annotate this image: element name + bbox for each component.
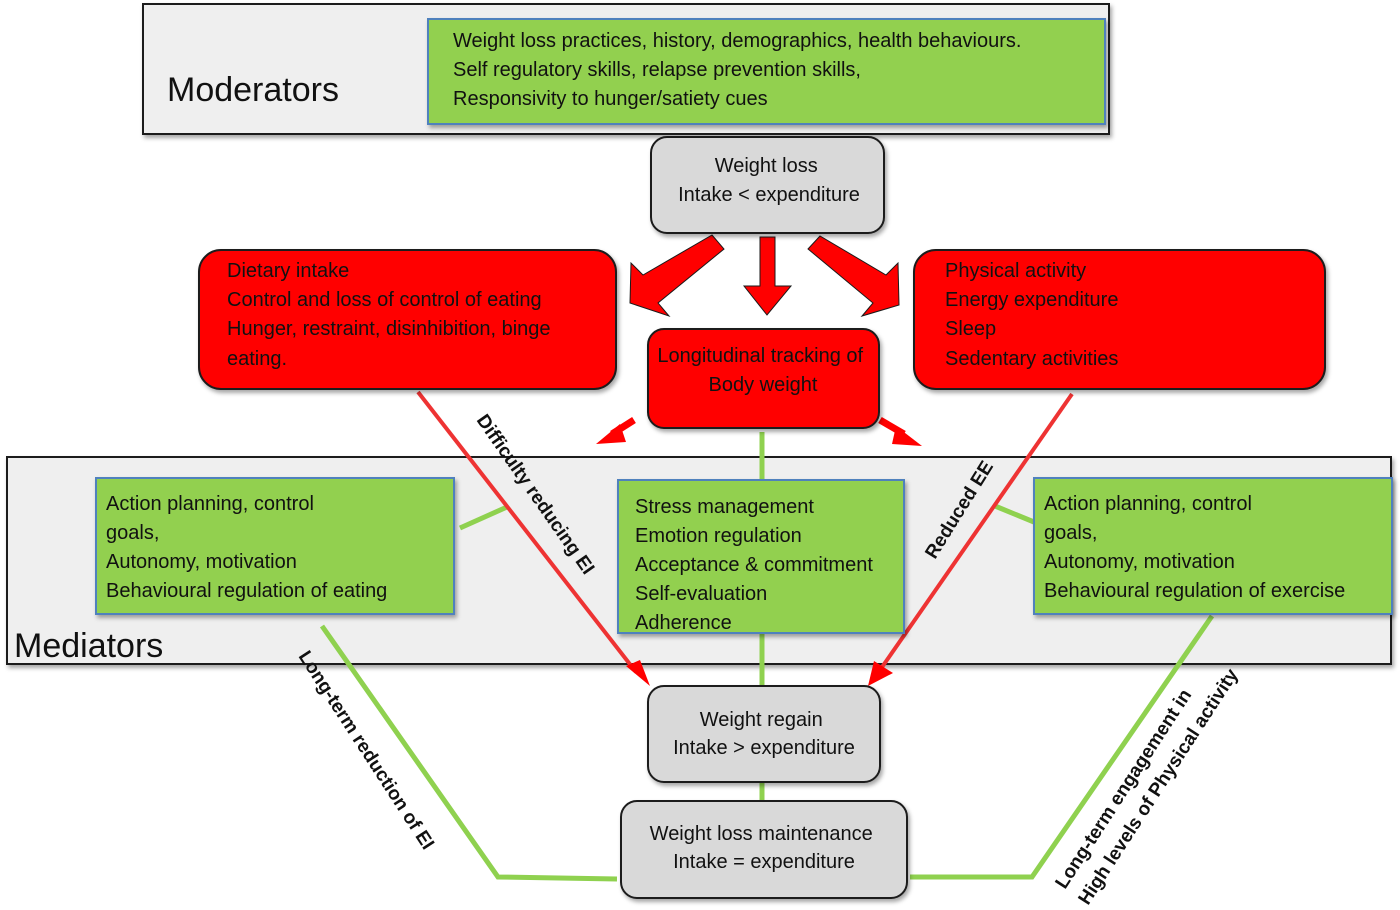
arrowhead-longitudinal-left xyxy=(596,424,626,444)
weight-loss-box xyxy=(650,136,885,234)
red-arrows xyxy=(416,390,1074,674)
arrowhead-longitudinal-right xyxy=(892,426,922,446)
longitudinal-line: Longitudinal tracking of xyxy=(657,345,863,367)
physical-activity-text: Physical activity Energy expenditure Sle… xyxy=(945,260,1124,370)
mediator-center-line: Acceptance & commitment xyxy=(635,554,873,576)
mediator-left-line: goals, xyxy=(106,522,159,544)
maintenance-line: Intake = expenditure xyxy=(673,851,855,873)
dietary-line: Dietary intake xyxy=(227,260,349,282)
activity-line: Physical activity xyxy=(945,260,1086,282)
longitudinal-text: Longitudinal tracking of Body weight xyxy=(657,345,868,396)
weight-loss-line: Intake < expenditure xyxy=(678,184,860,206)
block-arrow-down xyxy=(742,236,793,316)
dietary-line: eating. xyxy=(227,348,287,370)
weight-regain-text: Weight regain Intake > expenditure xyxy=(673,709,855,759)
longitudinal-tracking-box xyxy=(647,328,880,429)
long-term-pa-label-line1: Long-term engagement in xyxy=(1052,686,1197,893)
green-connectors xyxy=(319,432,1215,882)
mediator-left-box xyxy=(95,477,455,615)
longitudinal-line: Body weight xyxy=(709,374,818,396)
moderators-region: Moderators Weight loss practices, histor… xyxy=(142,3,1110,135)
activity-line: Sleep xyxy=(945,318,996,340)
mediators-title: Mediators xyxy=(14,627,163,665)
dietary-line: Control and loss of control of eating xyxy=(227,289,542,311)
moderators-line: Weight loss practices, history, demograp… xyxy=(453,30,1021,52)
weight-regain-box xyxy=(647,685,881,783)
physical-activity-box xyxy=(913,249,1326,390)
dietary-intake-text: Dietary intake Control and loss of contr… xyxy=(227,260,556,370)
connector-right-box-ee-line xyxy=(994,503,1035,525)
mediator-left-line: Action planning, control xyxy=(106,493,314,515)
dietary-intake-box xyxy=(198,249,617,390)
mediator-center-line: Emotion regulation xyxy=(635,525,802,547)
maintenance-box xyxy=(620,800,908,899)
arrowhead-activity-regain xyxy=(868,661,893,686)
block-arrow-left xyxy=(629,234,725,318)
mediator-center-line: Self-evaluation xyxy=(635,583,767,605)
weight-regain-line: Weight regain xyxy=(700,709,823,731)
mediator-right-box xyxy=(1033,477,1393,615)
maintenance-text: Weight loss maintenance Intake = expendi… xyxy=(650,823,879,873)
long-term-pa-label-line2: High levels of Physical activity xyxy=(1075,665,1244,909)
block-arrow-right xyxy=(807,235,900,317)
connector-right-box-maintenance xyxy=(910,614,1215,880)
mediator-left-line: Behavioural regulation of eating xyxy=(106,580,387,602)
maintenance-line: Weight loss maintenance xyxy=(650,823,873,845)
mediator-center-box xyxy=(617,479,905,634)
weight-loss-line: Weight loss xyxy=(715,155,818,177)
connector-left-box-maintenance xyxy=(319,624,618,882)
activity-line: Sedentary activities xyxy=(945,348,1118,370)
arrow-activity-to-regain xyxy=(878,392,1074,672)
mediator-right-line: Behavioural regulation of exercise xyxy=(1044,580,1345,602)
mediator-center-text: Stress management Emotion regulation Acc… xyxy=(635,496,878,634)
weight-loss-text: Weight loss Intake < expenditure xyxy=(678,155,860,206)
connector-left-box-ei-line xyxy=(458,504,509,531)
mediator-center-line: Adherence xyxy=(635,612,732,634)
mediator-center-line: Stress management xyxy=(635,496,814,518)
moderators-title: Moderators xyxy=(167,71,339,109)
long-term-reduction-ei-label: Long-term reduction of EI xyxy=(294,647,438,853)
dietary-line: Hunger, restraint, disinhibition, binge xyxy=(227,318,551,340)
mediator-right-line: goals, xyxy=(1044,522,1097,544)
activity-line: Energy expenditure xyxy=(945,289,1118,311)
mediator-right-line: Action planning, control xyxy=(1044,493,1252,515)
arrow-dietary-to-regain xyxy=(416,390,638,674)
moderators-line: Responsivity to hunger/satiety cues xyxy=(453,88,768,110)
mediator-right-text: Action planning, control goals, Autonomy… xyxy=(1044,493,1345,602)
mediator-left-text: Action planning, control goals, Autonomy… xyxy=(106,493,387,602)
arrowhead-dietary-regain xyxy=(626,660,650,686)
weight-regain-line: Intake > expenditure xyxy=(673,737,855,759)
mediator-right-line: Autonomy, motivation xyxy=(1044,551,1235,573)
moderators-line: Self regulatory skills, relapse preventi… xyxy=(453,59,861,81)
block-arrows xyxy=(629,234,900,318)
moderators-box-text: Weight loss practices, history, demograp… xyxy=(453,30,1027,110)
moderators-box xyxy=(427,18,1106,125)
mediator-left-line: Autonomy, motivation xyxy=(106,551,297,573)
